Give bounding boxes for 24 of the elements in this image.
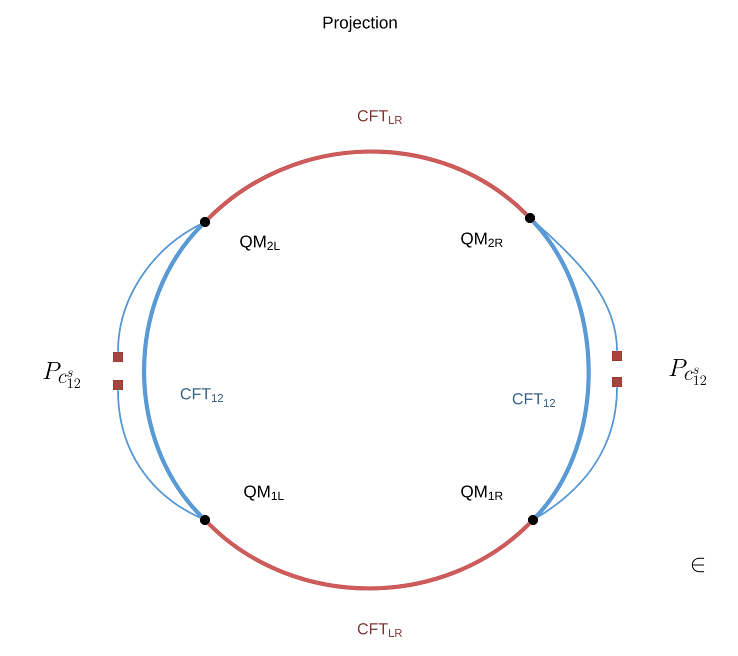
edge-label: CFT$_{12}$	[178, 387, 226, 403]
arc	[117, 390, 201, 519]
edge-label: CFT$_{LR}$	[356, 109, 404, 125]
arc	[117, 224, 201, 352]
arc	[532, 220, 591, 518]
gap-square	[113, 380, 123, 390]
gap-square	[612, 377, 622, 387]
arc	[207, 522, 531, 590]
arc	[207, 150, 528, 220]
point-label: QM$_{1L}$	[244, 485, 284, 501]
point-label: QM$_{2L}$	[240, 235, 280, 251]
arc	[142, 224, 203, 518]
gap-square	[113, 352, 123, 362]
point-label: QM$_{2R}$	[461, 232, 502, 248]
formula-label: $\in$	[692, 558, 704, 572]
arc	[536, 387, 618, 518]
edge-label: CFT$_{LR}$	[356, 622, 404, 638]
formula-label: $P_{c^s_{12}}$	[43, 362, 80, 388]
gap-square	[612, 351, 622, 361]
title: Projection	[324, 16, 397, 32]
point-label: QM$_{1R}$	[461, 485, 502, 501]
formula-label: $P_{c^s_{12}}$	[669, 359, 706, 385]
arc	[533, 220, 618, 351]
edge-label: CFT$_{12}$	[510, 392, 558, 408]
